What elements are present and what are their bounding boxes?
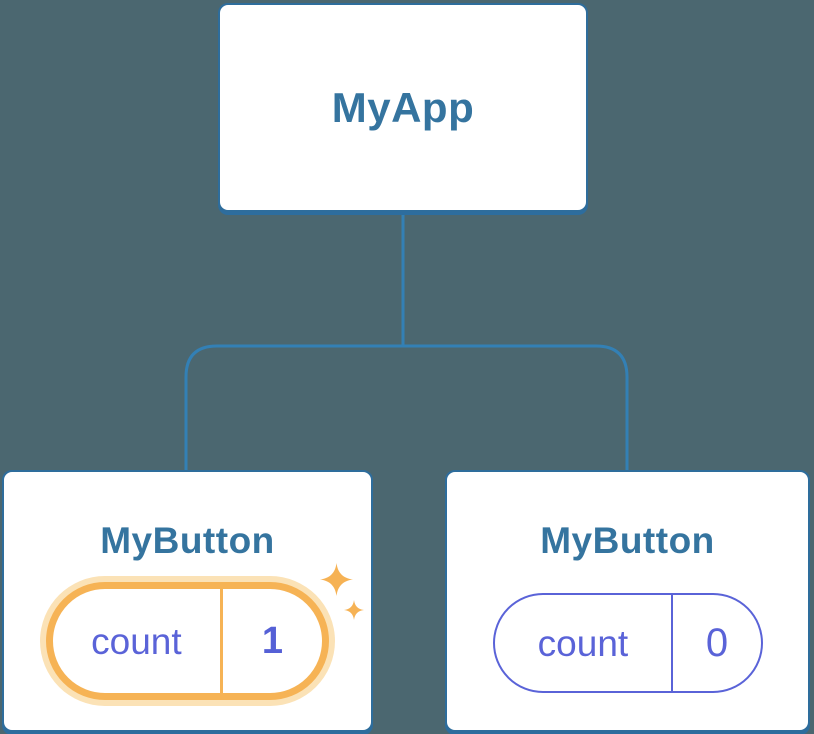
pill-divider [671,595,674,691]
sparkle-icon [320,563,353,596]
state-name: count [91,620,182,662]
state-name-cell: count [495,595,672,691]
state-name-cell: count [53,589,220,693]
connector-branch [184,344,629,471]
sparkle-icon [344,600,364,620]
state-value: 0 [705,621,729,665]
node-label: MyButton [100,520,275,561]
state-value-cell: 0 [673,595,760,691]
component-node-mybutton-2: MyButton count 0 [445,470,810,732]
component-node-myapp: MyApp [218,3,588,212]
state-pill: count 0 [492,593,763,693]
state-value-cell: 1 [223,589,322,693]
state-pill-highlighted: count 1 [46,582,329,700]
node-label: MyApp [331,83,475,131]
state-name: count [537,622,629,664]
component-node-mybutton-1: MyButton count 1 [2,470,373,732]
pill-divider [219,589,223,693]
state-value: 1 [261,620,283,662]
node-label: MyButton [540,520,715,561]
